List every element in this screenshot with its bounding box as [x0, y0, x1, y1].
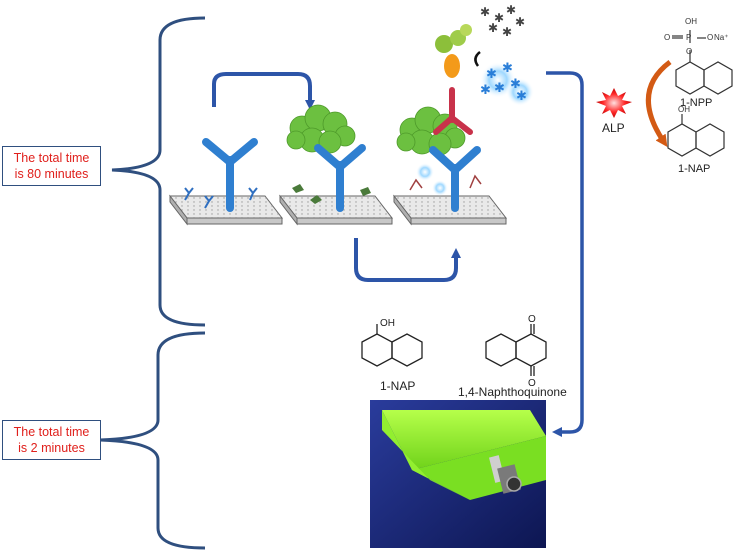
process-arrow-top — [212, 72, 315, 110]
detection-molecule-1: OH 1-NAP — [361, 318, 423, 393]
molecule2-label: 1,4-Naphthoquinone — [458, 385, 567, 399]
capture-antibody-3 — [429, 146, 481, 212]
capture-antibody-1 — [202, 138, 258, 212]
process-arrow-bottom — [354, 238, 461, 282]
capture-antibody-2 — [314, 144, 366, 212]
quinone-o-bottom: O — [528, 378, 536, 389]
detection-antibody — [433, 87, 473, 135]
substrate-label: 1-NPP — [680, 97, 712, 109]
assay-plate-1 — [168, 138, 284, 226]
nap-oh: OH — [678, 105, 690, 114]
molecule1-label: 1-NAP — [380, 379, 415, 393]
svg-text:✱: ✱ — [486, 67, 497, 82]
svg-text:✱: ✱ — [494, 11, 504, 25]
alp-burst-icon — [596, 88, 632, 118]
phosphate-o-na: O — [707, 33, 713, 42]
process-arrow-to-sensor — [546, 71, 584, 437]
svg-text:✱: ✱ — [494, 81, 505, 96]
molecule1-oh: OH — [380, 318, 395, 329]
bottom-curly-brace — [99, 331, 206, 550]
antigen-cloud-2 — [286, 104, 356, 154]
svg-text:✱: ✱ — [506, 3, 516, 17]
time-box-bottom-line2: is 2 minutes — [18, 441, 85, 455]
time-box-top-line2: is 80 minutes — [14, 167, 89, 181]
substrate-star-cluster: ✱✱✱ ✱✱✱ — [480, 3, 525, 39]
svg-text:✱: ✱ — [516, 89, 527, 104]
svg-text:✱: ✱ — [502, 61, 513, 76]
time-box-top-line1: The total time — [13, 151, 90, 165]
assay-plate-3 — [392, 24, 508, 226]
svg-text:✱: ✱ — [515, 15, 525, 29]
phosphate-o-double: O — [664, 33, 670, 42]
phosphate-oh: OH — [685, 17, 697, 26]
time-box-2-minutes: The total time is 2 minutes — [2, 420, 101, 460]
phosphate-o-ester: O — [686, 47, 692, 56]
alp-enzyme-label — [444, 54, 460, 78]
quinone-o-top: O — [528, 314, 536, 325]
product-label: 1-NAP — [678, 163, 710, 175]
phosphate-na: Na⁺ — [714, 33, 728, 42]
svg-text:✱: ✱ — [502, 25, 512, 39]
enzyme-label: ALP — [602, 121, 625, 135]
svg-text:✱: ✱ — [488, 21, 498, 35]
reaction-panel: OH O P O Na⁺ O 1-NPP ALP OH 1-NAP — [596, 17, 733, 175]
nap-structure — [667, 114, 725, 157]
detection-molecule-2: O O 1,4-Naphthoquinone — [458, 314, 567, 399]
product-star-cluster: ✱✱✱ ✱✱✱ — [480, 61, 534, 106]
svg-text:✱: ✱ — [480, 5, 490, 19]
reaction-arrow — [645, 60, 672, 147]
top-curly-brace — [111, 16, 206, 327]
assay-plate-2 — [278, 104, 394, 226]
sensor-device-photo — [370, 400, 546, 548]
time-box-80-minutes: The total time is 80 minutes — [2, 146, 101, 186]
svg-text:✱: ✱ — [510, 77, 521, 92]
npp-structure — [672, 30, 733, 95]
svg-text:✱: ✱ — [480, 83, 491, 98]
phosphate-p: P — [686, 33, 691, 42]
time-box-bottom-line1: The total time — [13, 425, 90, 439]
